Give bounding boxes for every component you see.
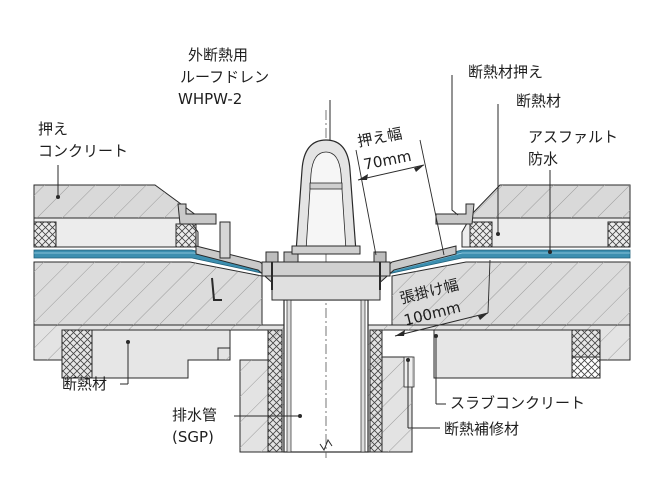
drain-label-line1: 外断熱用 bbox=[188, 46, 249, 64]
aux-insulation bbox=[267, 329, 415, 453]
lower-insulation-right bbox=[433, 329, 601, 379]
drain-pipe bbox=[283, 110, 369, 458]
lower-insulation-left bbox=[61, 329, 231, 379]
upper-insulation-right bbox=[461, 217, 631, 248]
insulation-holder bbox=[177, 203, 475, 301]
press-concrete-left bbox=[33, 184, 202, 219]
slab-label: スラブコンクリート bbox=[450, 394, 586, 412]
press-width-dimension bbox=[355, 139, 445, 256]
flange-bolts bbox=[265, 251, 387, 290]
drain-label-line2: ルーフドレン bbox=[180, 68, 270, 86]
upper-insulation-left bbox=[33, 217, 199, 248]
insulation-left-label: 断熱材 bbox=[62, 375, 108, 393]
insulation-holder-label: 断熱材押え bbox=[468, 63, 544, 81]
asphalt-label-line2: 防水 bbox=[528, 150, 559, 168]
tension-width-dimension bbox=[394, 259, 491, 337]
pipe-label-line2: (SGP) bbox=[172, 428, 214, 446]
aux-insulation-label: 断熱補修材 bbox=[444, 420, 520, 438]
drain-flange bbox=[195, 245, 457, 301]
press-concrete-label-line2: コンクリート bbox=[38, 142, 129, 160]
mid-concrete-band bbox=[33, 261, 631, 326]
drain-label-line3: WHPW-2 bbox=[178, 90, 243, 108]
press-concrete-label-line1: 押え bbox=[38, 120, 69, 138]
press-concrete-right bbox=[466, 184, 631, 219]
strainer-cap bbox=[291, 139, 361, 255]
pipe-label-line1: 排水管 bbox=[172, 406, 218, 424]
asphalt-label-line1: アスファルト bbox=[528, 128, 619, 146]
leader-lines bbox=[57, 75, 551, 429]
insulation-right-label: 断熱材 bbox=[516, 92, 562, 110]
